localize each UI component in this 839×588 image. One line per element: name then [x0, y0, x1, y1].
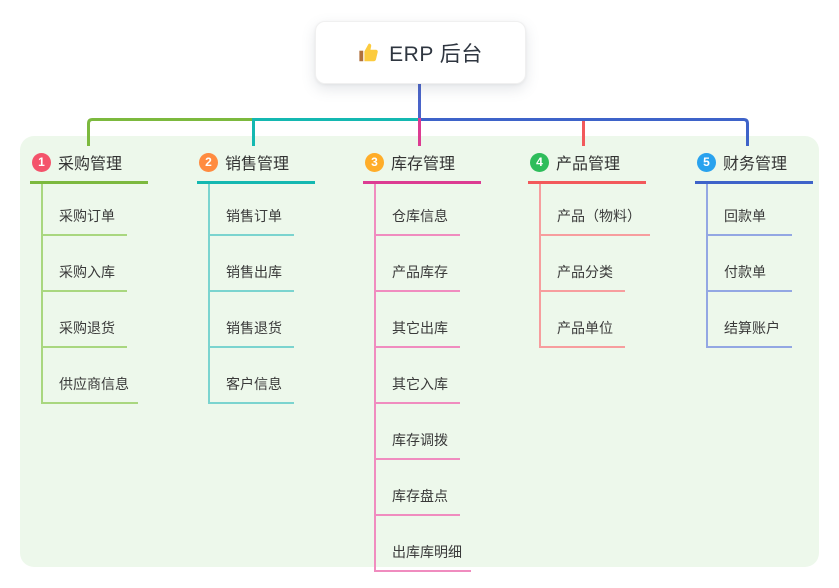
tree-node-label[interactable]: 回款单 [724, 208, 766, 224]
tree-node-label[interactable]: 付款单 [724, 264, 766, 280]
tree-node-row: 产品库存 [376, 236, 460, 292]
branch-number-badge: 2 [199, 152, 218, 172]
branch-number-badge: 1 [32, 152, 51, 172]
branch-title: 财务管理 [723, 156, 788, 173]
branch-column: 3 库存管理 仓库信息 产品库存 其它出库 其它入库 库存调拨 库存盘点 出库库… [363, 150, 481, 572]
tree-node-row: 采购订单 [43, 184, 127, 236]
branches-panel: 1 采购管理 采购订单 采购入库 采购退货 供应商信息 2 销售管理 销售订单 … [20, 136, 819, 572]
tree-node-label[interactable]: 产品单位 [557, 320, 613, 336]
branch-column: 2 销售管理 销售订单 销售出库 销售退货 客户信息 [197, 150, 315, 404]
tree-node-label[interactable]: 客户信息 [226, 376, 282, 392]
tree-node-label[interactable]: 其它出库 [392, 320, 448, 336]
root-node-title: ERP 后台 [389, 42, 483, 66]
tree-node-row: 客户信息 [210, 348, 294, 404]
branch-number-badge: 3 [365, 152, 384, 172]
tree-node-label[interactable]: 销售出库 [226, 264, 282, 280]
tree-node-label[interactable]: 仓库信息 [392, 208, 448, 224]
tree-node-label[interactable]: 销售订单 [226, 208, 282, 224]
branch-number-badge: 4 [530, 152, 549, 172]
tree-node-label[interactable]: 产品（物料） [557, 208, 641, 224]
tree-node-label[interactable]: 采购退货 [59, 320, 115, 336]
branch-children: 销售订单 销售出库 销售退货 客户信息 [208, 184, 315, 404]
branch-children: 采购订单 采购入库 采购退货 供应商信息 [41, 184, 148, 404]
tree-node-row: 出库库明细 [376, 516, 471, 572]
tree-node-row: 产品（物料） [541, 184, 650, 236]
tree-node-label[interactable]: 库存盘点 [392, 488, 448, 504]
tree-node-label[interactable]: 结算账户 [724, 320, 780, 336]
root-node-card[interactable]: ERP 后台 [315, 21, 526, 84]
tree-node-label[interactable]: 供应商信息 [59, 376, 129, 392]
tree-node-row: 其它入库 [376, 348, 460, 404]
tree-node-row: 销售订单 [210, 184, 294, 236]
tree-node-label[interactable]: 产品分类 [557, 264, 613, 280]
tree-node-label[interactable]: 库存调拨 [392, 432, 448, 448]
tree-node-row: 供应商信息 [43, 348, 138, 404]
branch-children: 回款单 付款单 结算账户 [706, 184, 813, 348]
branch-header[interactable]: 2 销售管理 [197, 150, 315, 184]
branch-header[interactable]: 4 产品管理 [528, 150, 646, 184]
branch-header[interactable]: 1 采购管理 [30, 150, 148, 184]
tree-node-label[interactable]: 销售退货 [226, 320, 282, 336]
tree-node-row: 其它出库 [376, 292, 460, 348]
branch-header[interactable]: 3 库存管理 [363, 150, 481, 184]
thumbs-up-icon [359, 43, 378, 61]
branch-title: 产品管理 [556, 156, 621, 173]
tree-node-row: 采购退货 [43, 292, 127, 348]
tree-node-row: 采购入库 [43, 236, 127, 292]
branch-children: 仓库信息 产品库存 其它出库 其它入库 库存调拨 库存盘点 出库库明细 [374, 184, 481, 572]
branch-header[interactable]: 5 财务管理 [695, 150, 813, 184]
tree-node-label[interactable]: 采购入库 [59, 264, 115, 280]
tree-node-label[interactable]: 产品库存 [392, 264, 448, 280]
tree-node-row: 库存调拨 [376, 404, 460, 460]
branch-title: 库存管理 [391, 156, 456, 173]
branch-column: 1 采购管理 采购订单 采购入库 采购退货 供应商信息 [30, 150, 148, 404]
tree-node-row: 付款单 [708, 236, 792, 292]
branch-children: 产品（物料） 产品分类 产品单位 [539, 184, 650, 348]
tree-node-row: 仓库信息 [376, 184, 460, 236]
branch-title: 销售管理 [225, 156, 290, 173]
tree-node-row: 销售退货 [210, 292, 294, 348]
branch-column: 4 产品管理 产品（物料） 产品分类 产品单位 [528, 150, 650, 348]
tree-node-row: 库存盘点 [376, 460, 460, 516]
branch-column: 5 财务管理 回款单 付款单 结算账户 [695, 150, 813, 348]
tree-node-row: 回款单 [708, 184, 792, 236]
tree-node-row: 结算账户 [708, 292, 792, 348]
tree-node-row: 销售出库 [210, 236, 294, 292]
tree-node-label[interactable]: 采购订单 [59, 208, 115, 224]
tree-node-row: 产品单位 [541, 292, 625, 348]
tree-node-row: 产品分类 [541, 236, 625, 292]
branch-title: 采购管理 [58, 156, 123, 173]
branch-number-badge: 5 [697, 152, 716, 172]
tree-node-label[interactable]: 出库库明细 [392, 544, 462, 560]
tree-node-label[interactable]: 其它入库 [392, 376, 448, 392]
